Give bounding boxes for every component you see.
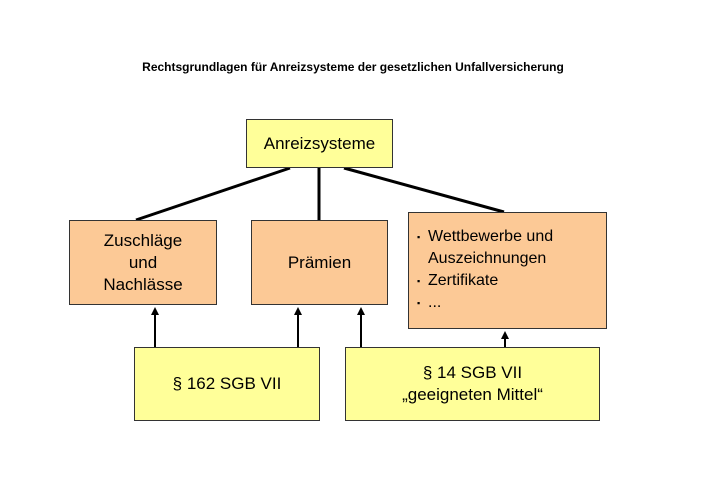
node-zuschlaege-nachlaesse: Zuschläge und Nachlässe xyxy=(69,220,217,305)
bullet-icon: ▪ xyxy=(417,232,421,242)
diagram-title: Rechtsgrundlagen für Anreizsysteme der g… xyxy=(142,60,564,74)
node-sgb-14: § 14 SGB VII „geeigneten Mittel“ xyxy=(345,347,600,421)
bullet-icon: ▪ xyxy=(417,298,421,308)
node-box1-line1: Zuschläge xyxy=(103,230,183,250)
bullet-icon: ▪ xyxy=(417,276,421,286)
list-item: ▪ ... xyxy=(417,292,553,314)
list-item-line1: Wettbewerbe und xyxy=(428,228,554,245)
node-sgb-162-label: § 162 SGB VII xyxy=(172,374,282,393)
node-sgb-14-line1: § 14 SGB VII xyxy=(422,363,523,382)
connector-root-to-box1 xyxy=(135,166,291,222)
list-item-line2: Auszeichnungen xyxy=(428,250,547,267)
node-wettbewerbe: ▪ Wettbewerbe und Auszeichnungen ▪ Zerti… xyxy=(408,212,607,329)
node-box1-line3: Nachlässe xyxy=(103,274,183,294)
connector-root-to-box3 xyxy=(343,166,505,214)
node-praemien: Prämien xyxy=(251,220,388,305)
node-box1-line2: und xyxy=(128,252,158,272)
node-sgb-162: § 162 SGB VII xyxy=(134,347,320,421)
list-item: ▪ Zertifikate xyxy=(417,270,553,292)
list-item-line1: ... xyxy=(428,294,442,311)
node-anreizsysteme-label: Anreizsysteme xyxy=(263,133,376,153)
list-item-line1: Zertifikate xyxy=(428,272,499,289)
node-anreizsysteme: Anreizsysteme xyxy=(246,119,393,168)
bullet-list: ▪ Wettbewerbe und Auszeichnungen ▪ Zerti… xyxy=(409,213,553,314)
list-item: ▪ Wettbewerbe und Auszeichnungen xyxy=(417,226,553,270)
node-praemien-label: Prämien xyxy=(287,252,352,272)
node-sgb-14-line2: „geeigneten Mittel“ xyxy=(402,385,543,404)
